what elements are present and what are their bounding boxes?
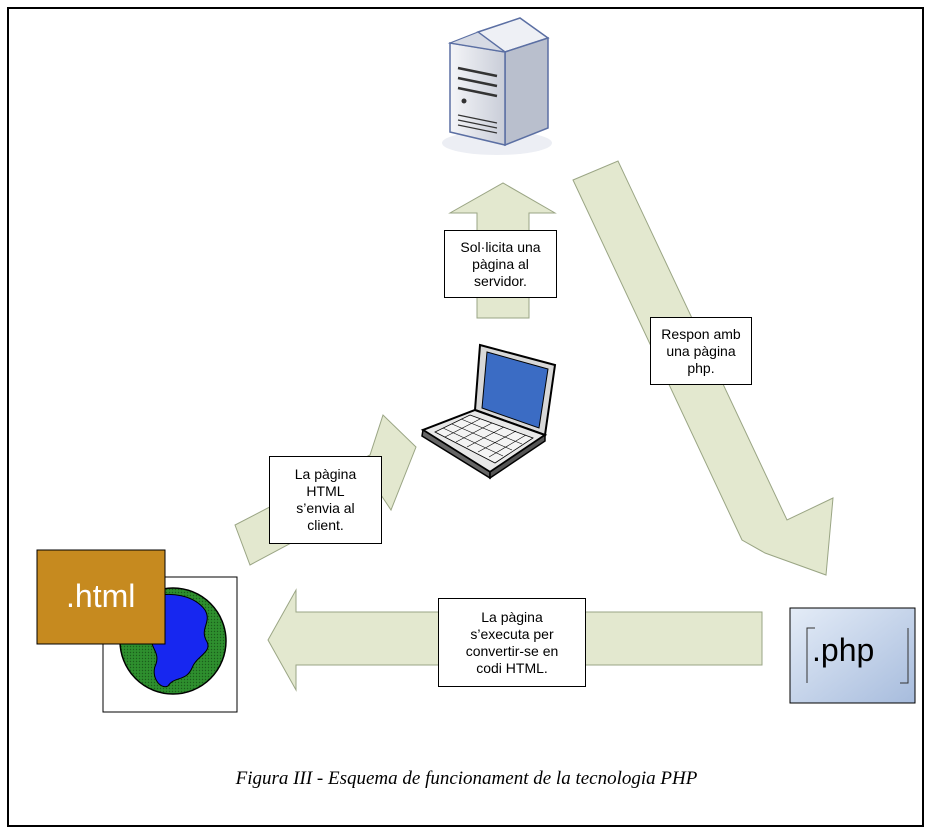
html-file-box <box>36 549 166 645</box>
php-bracket-right <box>900 628 909 684</box>
figure-caption: Figura III - Esquema de funcionament de … <box>235 768 698 789</box>
request-label: Sol·licita una pàgina al servidor. <box>444 230 557 298</box>
php-file-box <box>789 607 916 704</box>
response-label: Respon amb una pàgina php. <box>650 317 752 385</box>
send-label: La pàgina HTML s’envia al client. <box>269 456 382 544</box>
laptop-icon <box>420 343 557 480</box>
server-icon <box>442 17 552 155</box>
php-file-label: .php <box>812 632 875 668</box>
execute-label: La pàgina s’executa per convertir-se en … <box>438 598 586 687</box>
html-file-label: .html <box>66 578 136 614</box>
php-bracket-left <box>806 627 815 683</box>
diagram-canvas <box>36 17 916 713</box>
